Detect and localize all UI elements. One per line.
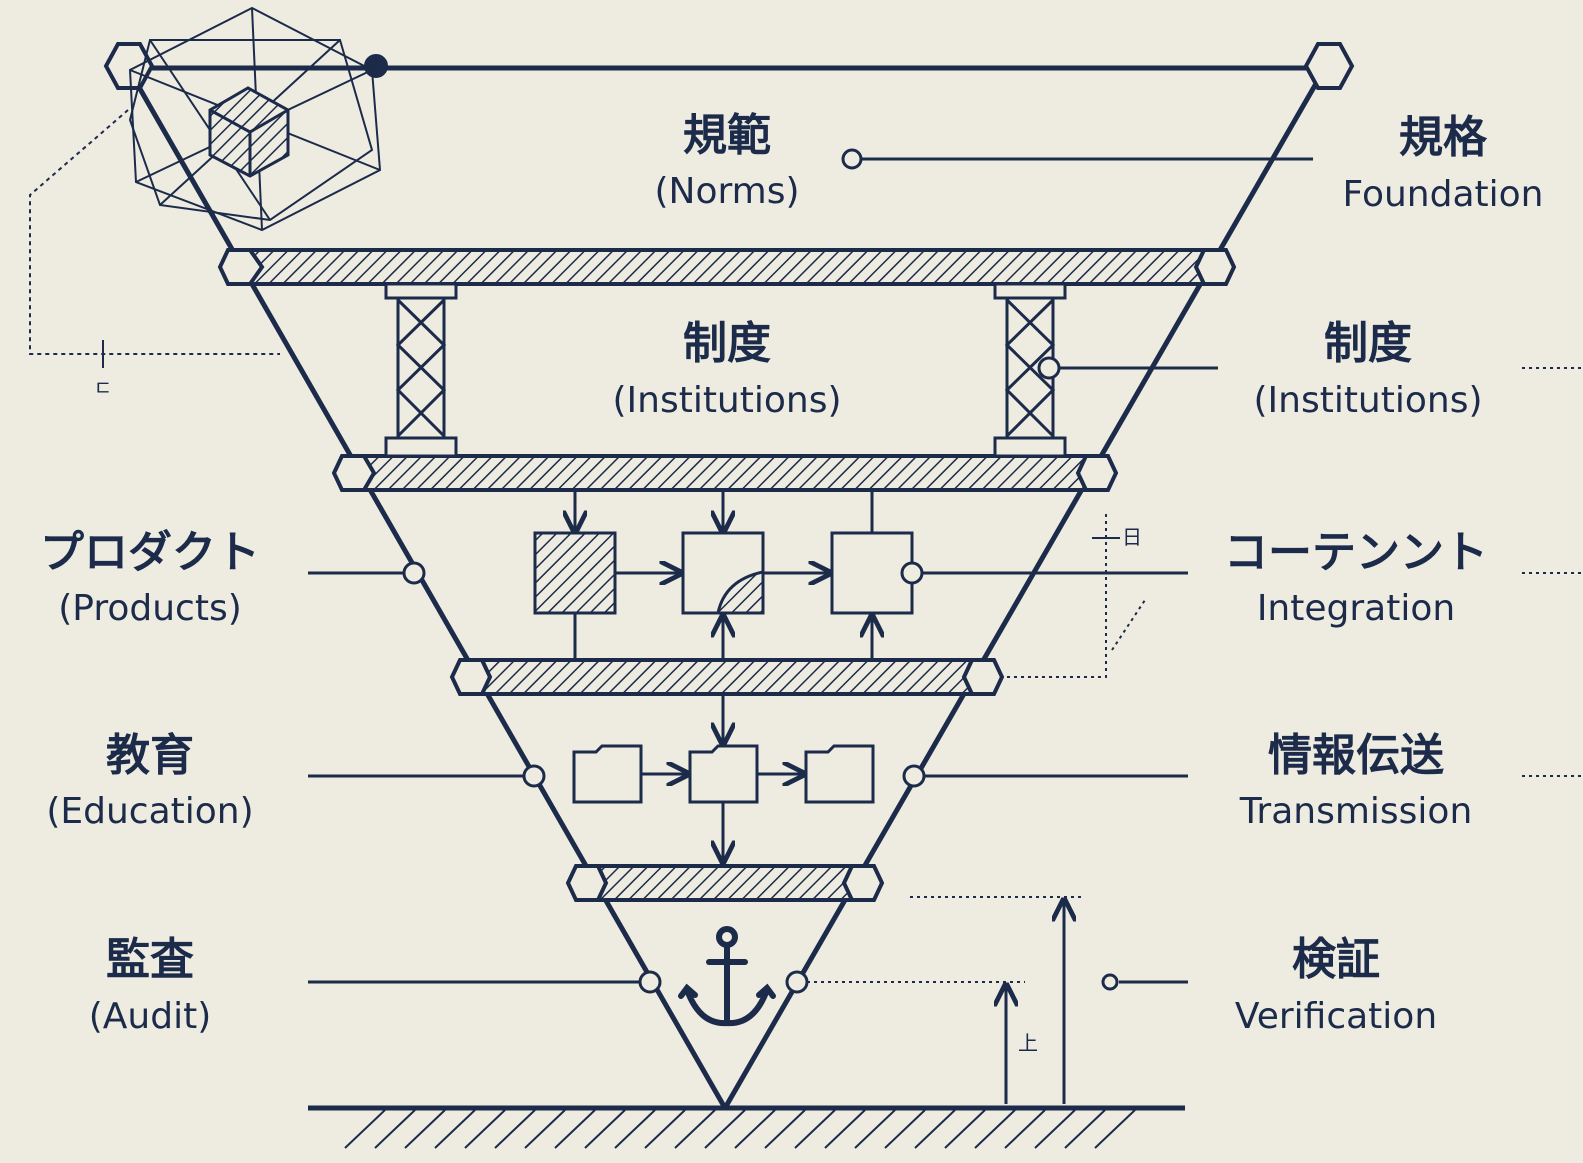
height-dimensions [1006, 900, 1064, 1104]
truss-column-left [384, 282, 458, 458]
height-mark: 上 [1018, 1031, 1038, 1055]
ground [308, 1105, 1185, 1149]
transmission-label-en: Transmission [1239, 791, 1473, 832]
anchor-icon [678, 926, 776, 1027]
integration-label-en: Integration [1257, 588, 1455, 629]
beam-3 [449, 658, 1005, 696]
beam-2 [331, 454, 1119, 492]
leader-lines [308, 148, 1313, 994]
foundation-label-en: Foundation [1343, 174, 1544, 215]
transmission-label-jp: 情報伝送 [1268, 730, 1444, 781]
audit-label-jp: 監査 [106, 934, 194, 985]
education-label-en: (Education) [46, 791, 253, 832]
foundation-label-jp: 規格 [1399, 112, 1488, 163]
products-label-en: (Products) [58, 588, 242, 629]
pyramid-frame [125, 65, 1328, 1110]
integration-label-jp: コーテンント [1224, 527, 1488, 578]
products-label-jp: プロダクト [40, 527, 260, 578]
institutions-right-label-en: (Institutions) [1253, 380, 1482, 421]
polyhedron-emblem [128, 6, 382, 232]
transmission-flow [572, 694, 875, 862]
beam-1 [217, 248, 1237, 286]
dotted-guides [807, 367, 1583, 983]
verification-label-en: Verification [1235, 996, 1437, 1037]
institutions-label-en: (Institutions) [612, 380, 841, 421]
integration-flow [533, 490, 914, 660]
beam-4 [565, 864, 885, 902]
left-dimension-guide [29, 109, 280, 355]
verification-label-jp: 検証 [1292, 934, 1380, 985]
right-dim-mark: 日 [1122, 525, 1142, 549]
norms-label-en: (Norms) [654, 171, 799, 212]
audit-label-en: (Audit) [89, 996, 212, 1037]
education-label-jp: 教育 [106, 730, 194, 781]
truss-column-right [993, 282, 1067, 458]
left-dim-mark: ㄷ [94, 376, 112, 400]
norms-label-jp: 規範 [683, 110, 771, 161]
institutions-label-jp: 制度 [683, 318, 771, 369]
institutions-right-label-jp: 制度 [1324, 318, 1412, 369]
